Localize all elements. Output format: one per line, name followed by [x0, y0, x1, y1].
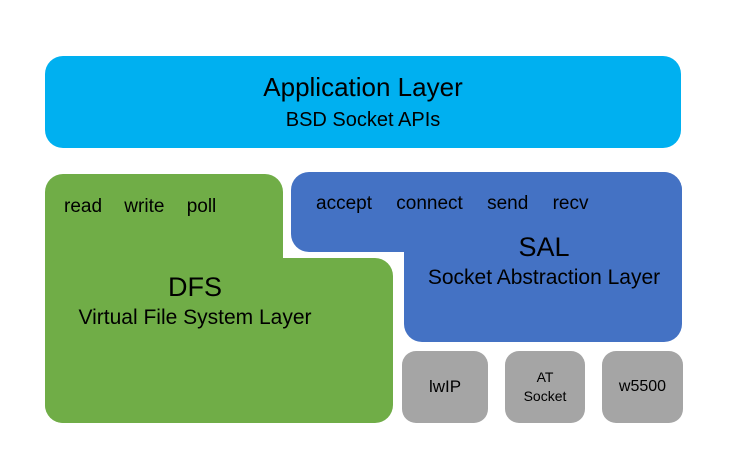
- backend-lwip-label: lwIP: [428, 377, 462, 396]
- sal-layer-name: Socket Abstraction Layer: [427, 266, 661, 289]
- application-layer-title: Application Layer: [263, 72, 463, 102]
- backend-w5500-label: w5500: [618, 378, 667, 395]
- sal-acronym: SAL: [518, 232, 570, 262]
- dfs-acronym: DFS: [168, 272, 222, 302]
- dfs-block-lower: [45, 258, 393, 423]
- backend-w5500-block: w5500: [602, 351, 683, 423]
- dfs-operations-label: read write poll: [64, 196, 217, 217]
- backend-at-socket-block: AT Socket: [505, 351, 585, 423]
- application-layer-block: Application Layer BSD Socket APIs: [45, 56, 681, 148]
- dfs-title-block: DFS Virtual File System Layer: [45, 271, 345, 331]
- backend-at-socket-label: AT Socket: [523, 369, 567, 404]
- sal-operations-label: accept connect send recv: [316, 193, 589, 214]
- sal-block-lower: [404, 172, 682, 342]
- application-layer-subtitle: BSD Socket APIs: [285, 109, 441, 131]
- dfs-layer-name: Virtual File System Layer: [78, 306, 312, 329]
- sal-title-block: SAL Socket Abstraction Layer: [406, 231, 682, 291]
- backend-lwip-block: lwIP: [402, 351, 488, 423]
